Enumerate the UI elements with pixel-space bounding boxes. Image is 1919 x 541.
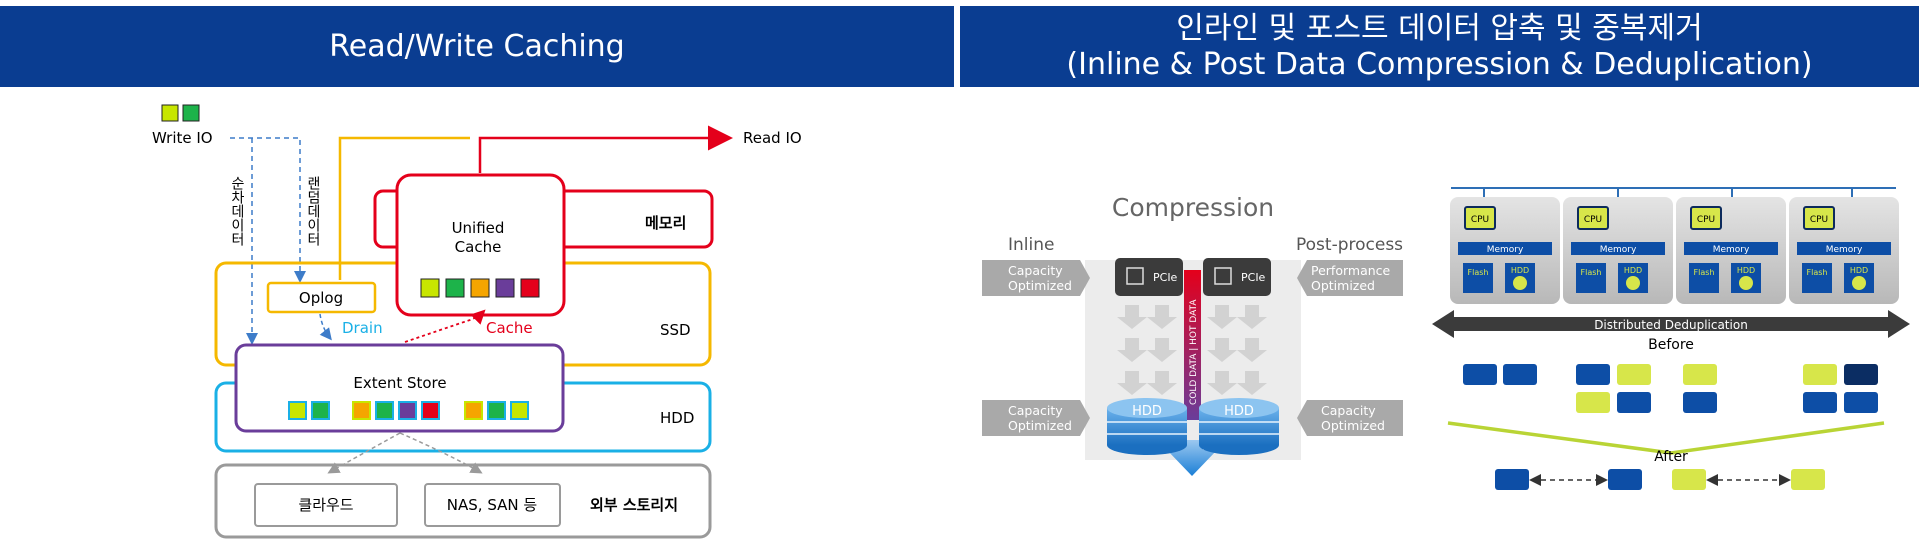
before-blocks	[1463, 364, 1878, 413]
extent-blocks	[288, 401, 529, 420]
sequential-data-label: 순차데이터	[229, 176, 245, 246]
hot-cold-bar	[1184, 270, 1201, 420]
after-label: After	[1654, 449, 1688, 465]
post-process-label: Post-process	[1296, 235, 1403, 255]
hdd-label-left: HDD	[1132, 404, 1162, 419]
cpu-label-2: CPU	[1584, 215, 1602, 225]
inline-label: Inline	[1008, 235, 1054, 255]
after-block-blue-1	[1495, 469, 1529, 490]
flash-label-3: Flash	[1694, 268, 1715, 277]
drain-label: Drain	[342, 319, 383, 337]
oplog-box	[266, 281, 377, 314]
external-storage-label: 외부 스토리지	[590, 496, 678, 514]
memory-label-2: Memory	[1600, 245, 1637, 255]
node-2: CPU Memory Flash HDD	[1563, 197, 1673, 304]
cpu-label-3: CPU	[1697, 215, 1715, 225]
cap-opt-3a: Capacity	[1321, 403, 1376, 418]
hdd-small-label-4: HDD	[1850, 266, 1868, 275]
down-arrow-icon	[1167, 440, 1217, 476]
cpu-chip-icon	[1803, 206, 1835, 230]
flash-label-2: Flash	[1581, 268, 1602, 277]
cpu-chip-icon	[1577, 206, 1609, 230]
cap-opt-2b: Optimized	[1008, 418, 1072, 433]
pcie-label-right: PCIe	[1241, 271, 1266, 284]
right-banner: 인라인 및 포스트 데이터 압축 및 중복제거 (Inline & Post D…	[960, 6, 1919, 87]
capacity-optimized-tag-2	[982, 400, 1090, 436]
hdd-small-label-3: HDD	[1737, 266, 1755, 275]
cold-hot-label: COLD DATA | HOT DATA	[1189, 299, 1199, 405]
cap-opt-3b: Optimized	[1321, 418, 1385, 433]
perf-opt-a: Performance	[1311, 263, 1391, 278]
unified-cache-label-2: Cache	[455, 238, 502, 256]
cap-opt-1b: Optimized	[1008, 278, 1072, 293]
cpu-chip-icon	[1464, 206, 1496, 230]
write-io-square-1	[161, 104, 179, 122]
memory-label-3: Memory	[1713, 245, 1750, 255]
memory-label-1: Memory	[1487, 245, 1524, 255]
left-banner: Read/Write Caching	[0, 6, 954, 87]
unified-cache-label-1: Unified	[452, 219, 505, 237]
write-io-square-2	[182, 104, 200, 122]
compression-title: Compression	[1112, 193, 1274, 222]
cache-blocks	[420, 278, 540, 298]
chip-icon	[1126, 267, 1144, 285]
right-title-line1: 인라인 및 포스트 데이터 압축 및 중복제거	[1176, 10, 1703, 46]
memory-label: 메모리	[645, 214, 686, 232]
node-1: CPU Memory Flash HDD	[1450, 197, 1560, 304]
hdd-label: HDD	[660, 409, 694, 427]
right-title-line2: (Inline & Post Data Compression & Dedupl…	[1066, 46, 1813, 82]
external-storage-tier	[214, 463, 712, 539]
compression-diagram: Compression Inline Post-process Capacity…	[982, 193, 1403, 476]
hdd-label-right: HDD	[1224, 404, 1254, 419]
performance-optimized-tag	[1297, 260, 1403, 296]
flash-label-1: Flash	[1468, 268, 1489, 277]
nas-san-box	[424, 483, 561, 527]
hdd-disk-right	[1199, 398, 1279, 455]
memory-label-4: Memory	[1826, 245, 1863, 255]
cpu-label-4: CPU	[1810, 215, 1828, 225]
cpu-chip-icon	[1690, 206, 1722, 230]
cloud-box	[254, 483, 398, 527]
cpu-label-1: CPU	[1471, 215, 1489, 225]
cap-opt-2a: Capacity	[1008, 403, 1063, 418]
cache-label: Cache	[486, 319, 533, 337]
read-io-label: Read IO	[743, 129, 802, 147]
after-block-blue-2	[1608, 469, 1642, 490]
write-io-label: Write IO	[152, 129, 213, 147]
left-title: Read/Write Caching	[329, 28, 625, 64]
node-3: CPU Memory Flash HDD	[1676, 197, 1786, 304]
capacity-optimized-tag-3	[1297, 400, 1403, 436]
perf-opt-b: Optimized	[1311, 278, 1375, 293]
chip-icon	[1214, 267, 1232, 285]
after-block-lime-2	[1791, 469, 1825, 490]
capacity-optimized-tag-1	[982, 260, 1090, 296]
cap-opt-1a: Capacity	[1008, 263, 1063, 278]
cloud-label: 클라우드	[298, 496, 353, 514]
caching-diagram: Write IO 순차데이터 랜덤데이터 Read IO 메모리 SSD Uni…	[152, 104, 802, 539]
merge-chevron	[1447, 421, 1885, 455]
distributed-dedup-label: Distributed Deduplication	[1594, 318, 1748, 332]
nas-san-label: NAS, SAN 등	[447, 496, 538, 514]
pcie-label-left: PCIe	[1153, 271, 1178, 284]
extent-store-label: Extent Store	[353, 374, 446, 392]
node-4: CPU Memory Flash HDD	[1789, 197, 1899, 304]
dedup-diagram: CPU Memory Flash HDD CPU Memory Flash HD…	[1432, 187, 1910, 490]
hdd-small-label-2: HDD	[1624, 266, 1642, 275]
distributed-dedup-arrow	[1432, 310, 1910, 338]
oplog-label: Oplog	[299, 289, 343, 307]
after-block-lime-1	[1672, 469, 1706, 490]
random-data-label: 랜덤데이터	[305, 176, 321, 246]
ssd-label: SSD	[660, 321, 691, 339]
hdd-disk-left	[1107, 398, 1187, 455]
hdd-small-label-1: HDD	[1511, 266, 1529, 275]
flash-label-4: Flash	[1807, 268, 1828, 277]
before-label: Before	[1648, 337, 1694, 353]
